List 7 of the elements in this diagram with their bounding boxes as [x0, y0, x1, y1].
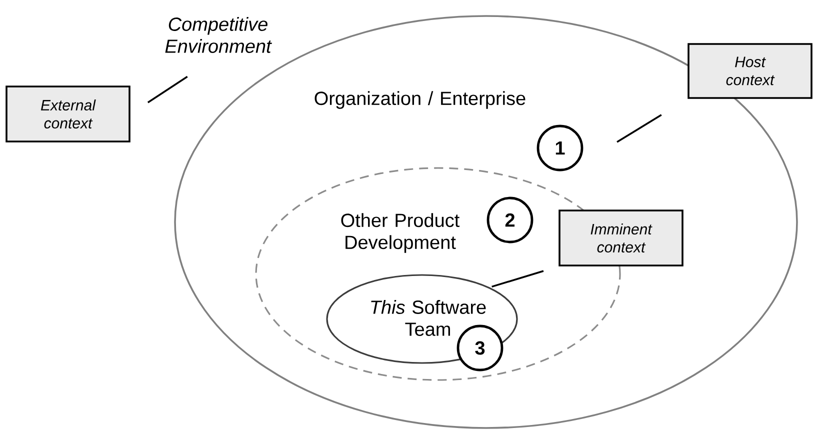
context-box: Host context [688, 43, 812, 99]
context-box: External context [6, 86, 130, 142]
context-label: Competitive Environment [165, 17, 272, 53]
leader-line [147, 76, 188, 104]
leader-line [492, 270, 544, 288]
leader-line [616, 114, 662, 143]
context-box: Imminent context [558, 210, 684, 266]
